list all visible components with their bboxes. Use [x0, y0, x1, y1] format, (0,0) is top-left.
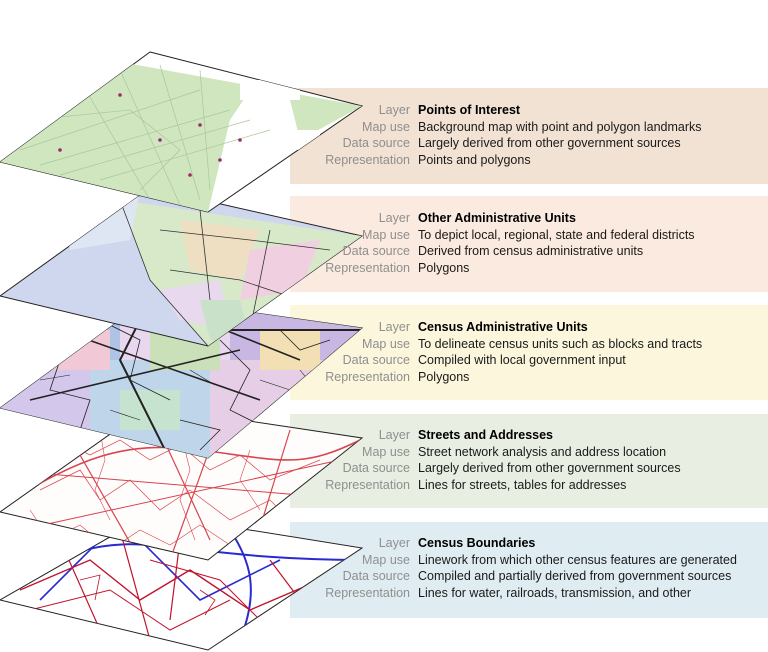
band-points-of-interest — [290, 88, 768, 184]
map-use-value: Background map with point and polygon la… — [418, 119, 702, 134]
layer-info-streets-and-addresses: Layer Streets and Addresses Map use Street… — [300, 427, 768, 493]
layer-name: Census Boundaries — [418, 536, 536, 550]
layer-name: Census Administrative Units — [418, 320, 588, 334]
layer-key: Layer — [378, 536, 410, 550]
band-other-administrative-units — [290, 196, 768, 292]
representation-key: Representation — [325, 477, 410, 492]
band-census-administrative-units — [290, 305, 768, 400]
map-use-value: To depict local, regional, state and fed… — [418, 227, 695, 242]
representation-value: Lines for water, railroads, transmission… — [418, 585, 692, 600]
layer-key: Layer — [378, 320, 410, 334]
map-use-value: Linework from which other census feature… — [418, 552, 737, 567]
layer-info-census-boundaries: Layer Census Boundaries Map use Linework f… — [300, 535, 768, 601]
layer-key: Layer — [378, 428, 410, 442]
representation-value: Polygons — [418, 369, 470, 384]
representation-key: Representation — [325, 152, 410, 167]
layer-key: Layer — [378, 211, 410, 225]
data-source-key: Data source — [342, 136, 410, 150]
layer-info-points-of-interest: Layer Points of Interest Map use Backgroun… — [300, 102, 768, 168]
data-source-value: Largely derived from other government so… — [418, 136, 681, 150]
data-source-value: Derived from census administrative units — [418, 244, 644, 258]
layer-name: Points of Interest — [418, 103, 521, 117]
data-source-key: Data source — [342, 244, 410, 258]
representation-key: Representation — [325, 585, 410, 600]
band-census-boundaries — [290, 522, 768, 618]
layer-key: Layer — [378, 103, 410, 117]
map-use-key: Map use — [362, 227, 410, 242]
map-use-key: Map use — [362, 119, 410, 134]
map-use-key: Map use — [362, 444, 410, 459]
data-source-key: Data source — [342, 353, 410, 367]
map-use-key: Map use — [362, 336, 410, 351]
map-use-value: Street network analysis and address loca… — [418, 444, 667, 459]
map-use-key: Map use — [362, 552, 410, 567]
data-source-value: Compiled with local government input — [418, 353, 626, 367]
representation-value: Polygons — [418, 260, 470, 275]
representation-value: Points and polygons — [418, 152, 531, 167]
layer-info-census-administrative-units: Layer Census Administrative Units Map use… — [300, 319, 768, 385]
representation-key: Representation — [325, 369, 410, 384]
layer-name: Other Administrative Units — [418, 211, 576, 225]
data-source-key: Data source — [342, 461, 410, 475]
band-streets-and-addresses — [290, 414, 768, 508]
map-use-value: To delineate census units such as blocks… — [418, 336, 703, 351]
data-source-value: Largely derived from other government so… — [418, 461, 681, 475]
data-source-value: Compiled and partially derived from gove… — [418, 569, 732, 583]
layer-info-other-administrative-units: Layer Other Administrative Units Map use T… — [300, 210, 768, 276]
representation-key: Representation — [325, 260, 410, 275]
data-source-key: Data source — [342, 569, 410, 583]
layer-name: Streets and Addresses — [418, 428, 554, 442]
representation-value: Lines for streets, tables for addresses — [418, 477, 627, 492]
